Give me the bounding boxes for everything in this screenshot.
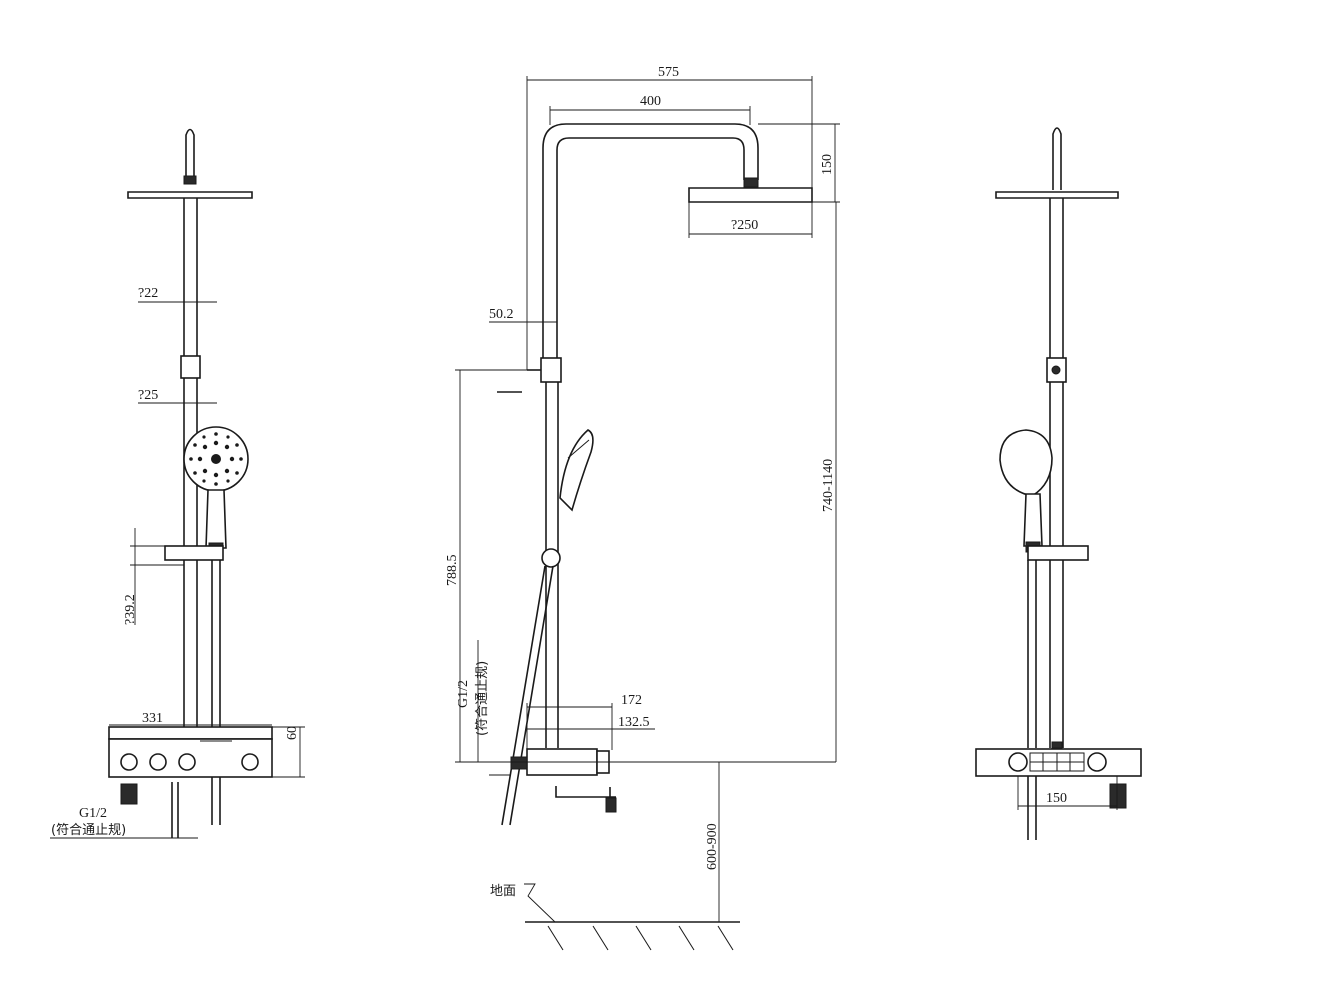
front-dim-331: 331 <box>142 711 163 726</box>
side-dim-400: 400 <box>640 94 661 109</box>
side-ground-label: 地面 <box>490 884 516 899</box>
side-holder-knob <box>541 548 561 568</box>
side-inlet-note: (符合通止规) <box>474 661 490 736</box>
back-knob-left <box>1008 752 1028 772</box>
side-view: 575 400 150 ?250 50.2 788.5 G1/2 (符合通止规)… <box>445 65 840 951</box>
side-dim-250: ?250 <box>731 218 758 233</box>
side-inlet-label: G1/2 <box>456 680 471 708</box>
side-head-connector <box>743 177 759 188</box>
front-knob-1 <box>120 753 138 771</box>
front-thermostat-shelf <box>108 726 273 740</box>
front-top-pipe <box>185 128 195 178</box>
front-dim-25: ?25 <box>138 388 158 403</box>
back-rain-head <box>995 191 1119 199</box>
front-inlet-note: (符合通止规) <box>51 822 126 838</box>
back-inlet-fitting <box>1109 783 1127 809</box>
side-dim-150: 150 <box>820 154 835 175</box>
side-hose-a <box>501 565 546 826</box>
front-view: ?22 ?25 ?39.2 331 60 G1/2 (符合通止规) <box>50 128 305 839</box>
front-rain-head <box>127 191 253 199</box>
back-dim-150: 150 <box>1046 791 1067 806</box>
front-pipe-collar <box>180 355 201 379</box>
front-inlet-label: G1/2 <box>79 806 107 821</box>
side-dim-172: 172 <box>621 693 642 708</box>
front-dim-39-2: ?39.2 <box>123 594 138 625</box>
back-control-grid <box>1029 752 1085 772</box>
front-inlet-fitting <box>120 783 138 805</box>
side-ground-hatch <box>547 925 734 951</box>
back-top-pipe <box>1052 127 1062 190</box>
back-slide-holder <box>1027 545 1089 561</box>
side-dim-575: 575 <box>658 65 679 80</box>
side-arch-outer <box>542 123 759 360</box>
front-hand-shower-handle <box>205 489 227 549</box>
side-dim-600-900: 600-900 <box>705 823 720 870</box>
side-hand-shower <box>559 429 594 512</box>
side-hand-shower-face <box>567 439 590 459</box>
front-head-connector <box>183 175 197 185</box>
back-top-indicator <box>1051 741 1063 749</box>
back-hand-shower-handle <box>1023 493 1043 547</box>
front-knob-4 <box>241 753 259 771</box>
back-collar-screw <box>1051 365 1061 375</box>
front-hand-shower-nozzles <box>189 432 243 486</box>
side-wall-bracket <box>540 357 562 383</box>
back-hand-shower-head <box>999 429 1053 497</box>
back-view: 150 <box>975 127 1142 840</box>
front-knob-3 <box>178 753 196 771</box>
side-inlet-fitting <box>510 756 528 770</box>
side-dim-132-5: 132.5 <box>618 715 650 730</box>
front-knob-2 <box>149 753 167 771</box>
side-hose-b <box>509 565 554 826</box>
back-knob-right <box>1087 752 1107 772</box>
front-dim-60: 60 <box>285 726 300 740</box>
side-spout-tip <box>605 797 617 813</box>
side-arch-inner <box>556 137 745 360</box>
side-spout <box>555 786 616 798</box>
side-ground-leader <box>524 883 556 923</box>
front-dim-22: ?22 <box>138 286 158 301</box>
front-slide-holder <box>164 545 224 561</box>
side-rain-head <box>688 187 813 203</box>
side-dim-788-5: 788.5 <box>445 555 460 587</box>
side-dim-50-2: 50.2 <box>489 307 514 322</box>
side-dim-740-1140: 740-1140 <box>821 459 836 512</box>
